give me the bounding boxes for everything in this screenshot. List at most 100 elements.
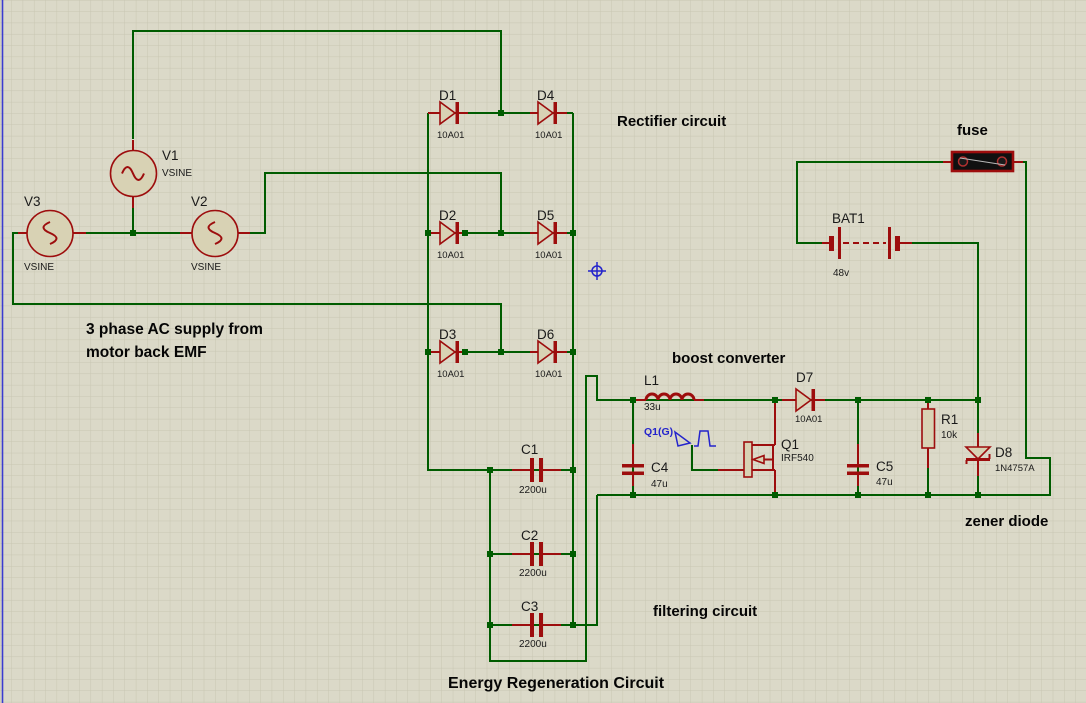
- wire-v3-branch[interactable]: [12, 232, 502, 352]
- pulse-waveform-icon: [694, 430, 716, 447]
- component-d1-diode[interactable]: D1 10A01: [428, 88, 468, 141]
- diode-icon: [537, 339, 555, 365]
- wire-filter-loop[interactable]: [489, 375, 633, 662]
- component-q1-mosfet[interactable]: Q1 IRF540: [718, 400, 814, 495]
- battery-icon: [829, 236, 834, 251]
- component-d8-zener[interactable]: D8 1N4757A: [964, 433, 1035, 476]
- d3-ref-label: D3: [439, 327, 456, 342]
- wire-battery-right[interactable]: [897, 242, 979, 400]
- component-d6-diode[interactable]: D6 10A01: [530, 327, 567, 380]
- c2-value-label: 2200u: [519, 568, 547, 579]
- sine-icon: [207, 221, 223, 245]
- annotation-supply-line2[interactable]: motor back EMF: [86, 344, 207, 361]
- c5-ref-label: C5: [876, 459, 893, 474]
- v3-ref-label: V3: [24, 194, 41, 209]
- q1-value-label: IRF540: [781, 453, 814, 464]
- d7-ref-label: D7: [796, 370, 813, 385]
- d5-value-label: 10A01: [535, 250, 562, 261]
- c1-value-label: 2200u: [519, 485, 547, 496]
- diode-icon: [439, 339, 457, 365]
- component-d7-diode[interactable]: D7 10A01: [782, 370, 825, 425]
- r1-value-label: 10k: [941, 430, 958, 441]
- l1-value-label: 33u: [644, 402, 661, 413]
- d6-value-label: 10A01: [535, 369, 562, 380]
- diode-icon: [537, 100, 555, 126]
- component-r1-resistor[interactable]: R1 10k: [921, 400, 958, 468]
- annotation-rectifier[interactable]: Rectifier circuit: [617, 113, 726, 130]
- annotation-zener[interactable]: zener diode: [965, 513, 1048, 530]
- sine-icon: [121, 166, 145, 181]
- component-fuse[interactable]: [943, 150, 1023, 173]
- c4-ref-label: C4: [651, 460, 669, 475]
- capacitor-icon: [622, 464, 644, 468]
- l1-ref-label: L1: [644, 373, 659, 388]
- component-bat1-battery[interactable]: BAT1 48v: [822, 211, 912, 279]
- d8-value-label: 1N4757A: [995, 463, 1035, 474]
- annotation-fuse[interactable]: fuse: [957, 122, 988, 139]
- capacitor-icon: [530, 458, 534, 482]
- c3-ref-label: C3: [521, 599, 538, 614]
- component-v2-vsine-source[interactable]: V2 VSINE: [180, 194, 250, 273]
- wire-ground-rail[interactable]: [597, 161, 1051, 496]
- annotation-boost[interactable]: boost converter: [672, 350, 786, 367]
- resistor-icon: [921, 408, 936, 449]
- d7-value-label: 10A01: [795, 414, 822, 425]
- gate-probe[interactable]: Q1(G): [644, 426, 716, 447]
- annotation-title[interactable]: Energy Regeneration Circuit: [448, 675, 665, 692]
- capacitor-icon: [530, 613, 534, 637]
- d1-ref-label: D1: [439, 88, 456, 103]
- zener-diode-icon: [964, 446, 992, 461]
- d5-ref-label: D5: [537, 208, 554, 223]
- component-l1-inductor[interactable]: L1 33u: [636, 373, 704, 413]
- diode-icon: [439, 100, 457, 126]
- component-d4-diode[interactable]: D4 10A01: [530, 88, 567, 141]
- origin-marker-icon: [588, 262, 606, 280]
- d2-ref-label: D2: [439, 208, 456, 223]
- sine-icon: [42, 221, 58, 245]
- component-c4-capacitor[interactable]: C4 47u: [622, 444, 669, 490]
- junction-dots: [130, 110, 981, 628]
- v1-value-label: VSINE: [162, 168, 192, 179]
- fuse-wire-element: [959, 157, 1006, 166]
- d3-value-label: 10A01: [437, 369, 464, 380]
- wire-ground-return[interactable]: [573, 495, 598, 626]
- d8-ref-label: D8: [995, 445, 1012, 460]
- component-d5-diode[interactable]: D5 10A01: [530, 208, 567, 261]
- c2-ref-label: C2: [521, 528, 538, 543]
- c4-value-label: 47u: [651, 479, 668, 490]
- d1-value-label: 10A01: [437, 130, 464, 141]
- component-c3-capacitor[interactable]: C3 2200u: [512, 599, 561, 650]
- component-v1-vsine-source[interactable]: V1 VSINE: [109, 140, 193, 208]
- component-c5-capacitor[interactable]: C5 47u: [847, 444, 893, 488]
- wire-v1-top[interactable]: [132, 30, 502, 139]
- d4-ref-label: D4: [537, 88, 555, 103]
- component-v3-vsine-source[interactable]: V3 VSINE: [18, 194, 86, 273]
- v1-ref-label: V1: [162, 148, 179, 163]
- annotation-supply-line1[interactable]: 3 phase AC supply from: [86, 321, 263, 338]
- v2-ref-label: V2: [191, 194, 208, 209]
- c5-value-label: 47u: [876, 477, 893, 488]
- component-c2-capacitor[interactable]: C2 2200u: [512, 528, 561, 579]
- d6-ref-label: D6: [537, 327, 554, 342]
- v2-value-label: VSINE: [191, 262, 221, 273]
- annotation-filtering[interactable]: filtering circuit: [653, 603, 757, 620]
- v3-value-label: VSINE: [24, 262, 54, 273]
- d2-value-label: 10A01: [437, 250, 464, 261]
- c1-ref-label: C1: [521, 442, 538, 457]
- probe-arrow-icon: [673, 430, 692, 447]
- capacitor-icon: [530, 542, 534, 566]
- wire-battery-left[interactable]: [796, 161, 945, 244]
- component-d2-diode[interactable]: D2 10A01: [428, 208, 468, 261]
- inductor-icon: [644, 392, 696, 401]
- bat1-value-label: 48v: [833, 268, 849, 279]
- diode-icon: [537, 220, 555, 246]
- wire-v2-branch[interactable]: [250, 172, 502, 234]
- gate-probe-label: Q1(G): [644, 426, 673, 438]
- d4-value-label: 10A01: [535, 130, 562, 141]
- wire-gate[interactable]: [691, 445, 718, 471]
- diode-icon: [439, 220, 457, 246]
- component-c1-capacitor[interactable]: C1 2200u: [512, 442, 561, 496]
- diode-icon: [795, 387, 813, 413]
- q1-ref-label: Q1: [781, 437, 799, 452]
